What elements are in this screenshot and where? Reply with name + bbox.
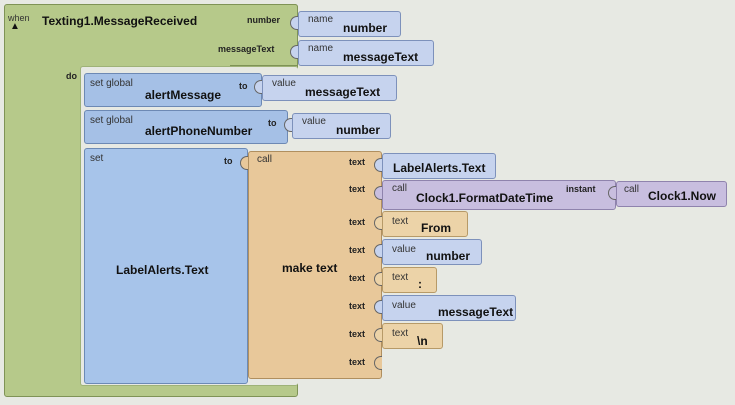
item-plug [374,328,382,342]
param-message-label: messageText [218,44,275,54]
item-value-number-value: number [426,249,471,263]
make-text-socket-label: text [349,184,366,194]
item-clock-now-value: Clock1.Now [648,189,717,203]
set-alert-phone-name: alertPhoneNumber [145,124,253,138]
set-alert-message-to: to [239,81,248,91]
item-format-datetime-instant-label: instant [566,184,596,194]
set-label-prefix: set [90,153,104,164]
alert-message-value: messageText [305,85,381,99]
make-text-socket-label: text [349,157,366,167]
item-clock-now-block[interactable] [616,181,727,207]
item-text-from-tag: text [392,216,409,227]
param-number-block[interactable] [298,11,401,37]
item-text-colon-tag: text [392,272,409,283]
collapse-triangle-icon[interactable]: ▲ [10,21,20,32]
param-number-name-tag: name [308,14,334,25]
set-alert-phone-prefix: set global [90,115,133,126]
make-text-socket-label: text [349,273,366,283]
alert-phone-value: number [336,123,381,137]
item-labelalerts-text-value: LabelAlerts.Text [393,161,486,175]
param-number-label: number [247,15,281,25]
item-text-newline-tag: text [392,328,409,339]
item-value-message-value: messageText [438,305,514,319]
set-label-target: LabelAlerts.Text [116,263,209,277]
item-plug [374,244,382,258]
item-clock-now-tag: call [624,184,640,195]
item-labelalerts-text-block[interactable] [382,153,496,179]
item-plug [374,216,382,230]
make-text-socket-label: text [349,245,366,255]
make-text-socket-label: text [349,329,366,339]
item-plug [374,186,382,200]
item-text-from-block[interactable] [382,211,468,237]
set-alert-message-block[interactable] [84,73,262,107]
param-message-block[interactable] [298,40,434,66]
make-text-socket-label: text [349,357,366,367]
when-label: when [8,13,30,23]
item-plug [374,300,382,314]
param-message-value: messageText [343,50,419,64]
item-text-from-value: From [421,221,451,235]
alert-phone-value-block[interactable] [292,113,391,139]
alert-message-value-block[interactable] [262,75,397,101]
make-text-call-tag: call [257,154,273,165]
item-text-newline-block[interactable] [382,323,443,349]
set-alert-message-name: alertMessage [145,88,222,102]
set-alert-message-prefix: set global [90,78,133,89]
param-message-plug [290,45,298,59]
make-text-socket-label: text [349,217,366,227]
empty-socket[interactable] [374,356,382,370]
event-header-ext [230,4,298,66]
item-value-number-block[interactable] [382,239,482,265]
set-alert-phone-to: to [268,118,277,128]
param-message-name-tag: name [308,43,334,54]
item-format-datetime-value: Clock1.FormatDateTime [416,191,554,205]
set-label-to: to [224,156,233,166]
item-plug [608,186,616,200]
item-plug [374,272,382,286]
set-label-block[interactable] [84,148,248,384]
alert-phone-value-tag: value [302,116,326,127]
alert-message-plug [254,80,262,94]
item-text-colon-value: : [418,277,422,291]
param-number-plug [290,16,298,30]
item-value-message-tag: value [392,300,416,311]
item-format-datetime-block[interactable] [382,180,616,210]
make-text-plug [240,156,248,170]
item-value-number-tag: value [392,244,416,255]
make-text-socket-label: text [349,301,366,311]
event-do-label: do [66,71,77,81]
item-plug [374,158,382,172]
item-text-newline-value: \n [417,334,428,348]
set-alert-phone-block[interactable] [84,110,288,144]
alert-message-value-tag: value [272,78,296,89]
item-format-datetime-tag: call [392,183,408,194]
item-value-message-block[interactable] [382,295,516,321]
item-text-colon-block[interactable] [382,267,437,293]
make-text-block[interactable] [248,151,382,379]
make-text-label: make text [282,261,338,275]
param-number-value: number [343,21,388,35]
alert-phone-plug [284,118,292,132]
event-title: Texting1.MessageReceived [42,14,198,28]
